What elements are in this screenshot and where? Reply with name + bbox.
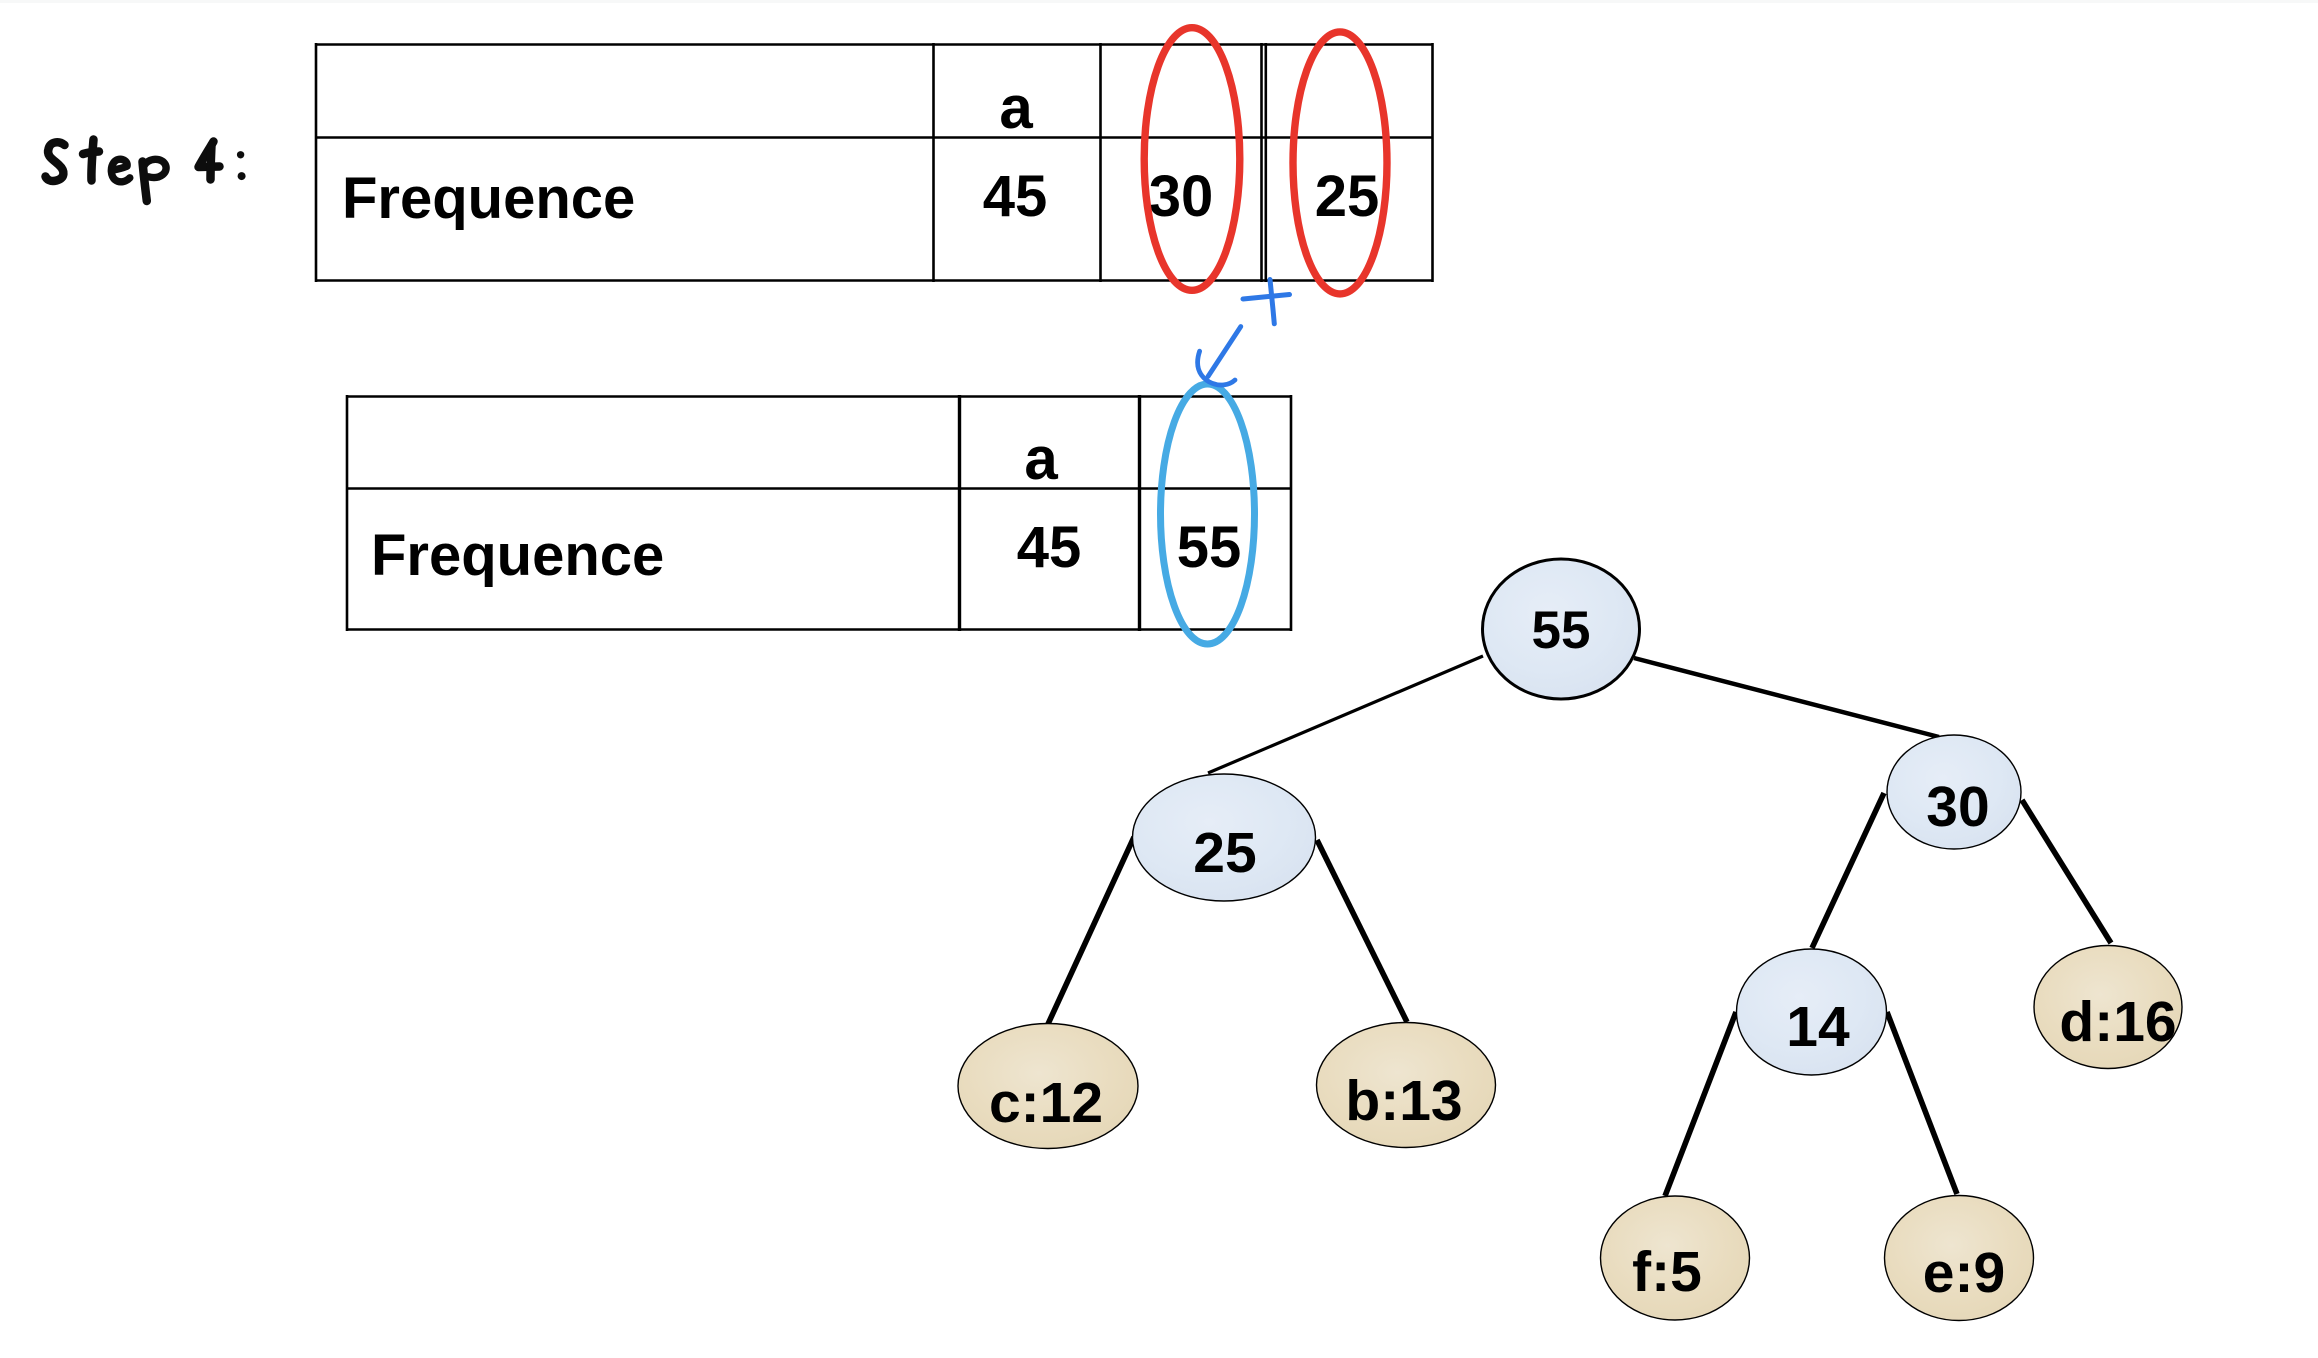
svg-text:30: 30 [1926, 775, 1989, 839]
svg-text:55: 55 [1177, 515, 1242, 580]
svg-text:25: 25 [1315, 164, 1380, 229]
svg-text:a: a [1024, 425, 1058, 492]
svg-text:Frequence: Frequence [342, 166, 635, 231]
svg-text:f:5: f:5 [1632, 1240, 1702, 1304]
svg-text:a: a [999, 74, 1033, 141]
svg-text:45: 45 [983, 164, 1048, 229]
svg-text:55: 55 [1532, 601, 1591, 660]
svg-text:45: 45 [1017, 515, 1082, 580]
svg-text:d:16: d:16 [2059, 990, 2176, 1054]
svg-text:b:13: b:13 [1345, 1069, 1462, 1133]
svg-text:14: 14 [1786, 995, 1850, 1059]
svg-text:c:12: c:12 [989, 1071, 1103, 1135]
svg-text:25: 25 [1193, 821, 1256, 885]
svg-text:Frequence: Frequence [371, 523, 664, 588]
svg-text:30: 30 [1149, 164, 1214, 229]
svg-text:e:9: e:9 [1923, 1241, 2005, 1305]
